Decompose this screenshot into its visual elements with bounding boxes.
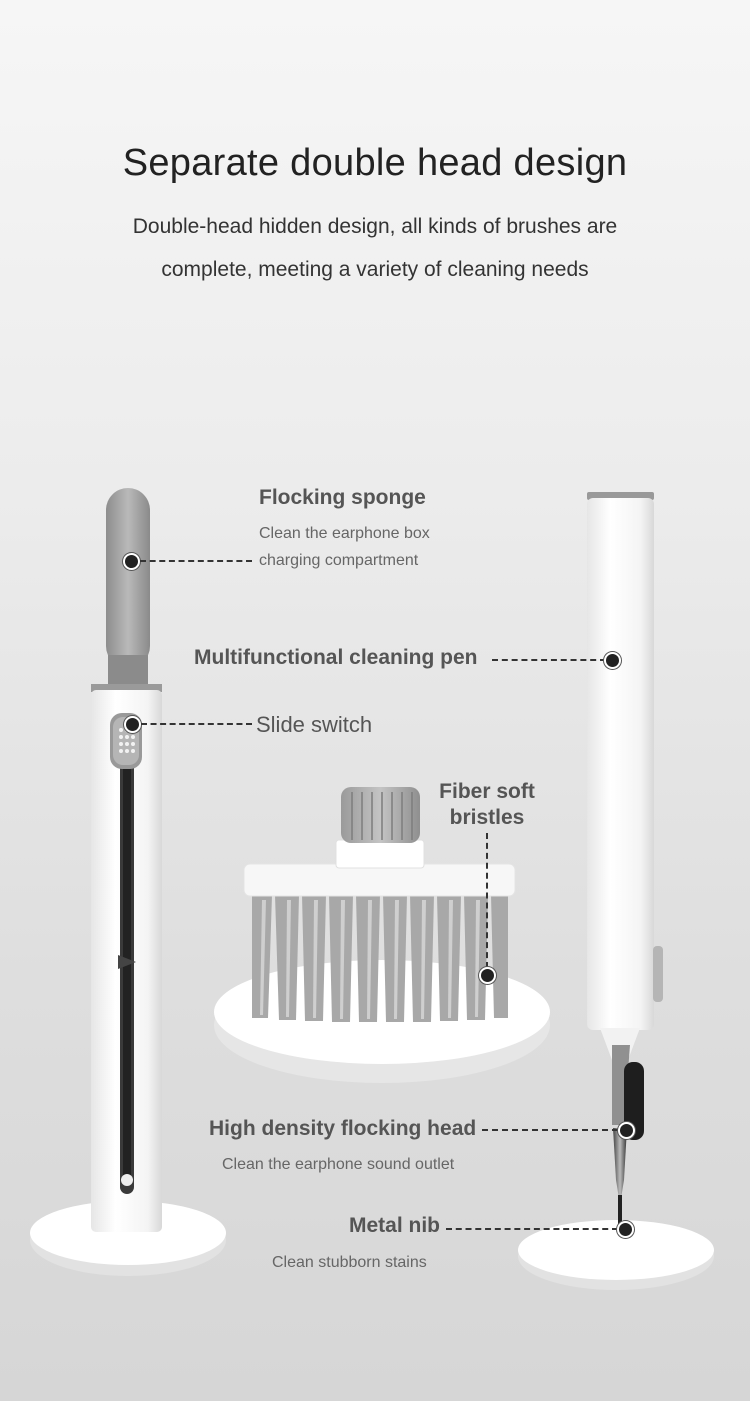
right-pen [518,492,714,1290]
flocking-sponge-desc-line-2: charging compartment [259,552,419,569]
flocking-head-marker [618,1122,635,1139]
page-title: Separate double head design [122,142,628,184]
slide-switch-leader-line [141,723,252,725]
metal-nib-description: Clean stubborn stains [272,1254,427,1271]
flocking-head-title: High density flocking head [209,1117,477,1140]
cleaning-pen-leader-line [492,659,606,661]
cleaning-pen-title: Multifunctional cleaning pen [194,646,478,669]
cleaning-pen-marker [604,652,621,669]
flocking-sponge-title: Flocking sponge [259,486,426,509]
flocking-sponge-desc-line-1: Clean the earphone box [259,525,430,542]
flocking-head-leader-line [482,1129,618,1131]
flocking-head-description: Clean the earphone sound outlet [222,1156,455,1173]
slide-switch-marker [124,716,141,733]
metal-nib-leader-line [446,1228,618,1230]
fiber-bristles-title-line-1: Fiber soft [439,780,535,803]
flocking-sponge-description: Clean the earphone box charging compartm… [259,520,430,574]
fiber-bristles-title-line-2: bristles [449,806,525,829]
subtitle-line-1: Double-head hidden design, all kinds of … [132,215,618,238]
fiber-bristles-marker [479,967,496,984]
slide-switch-title: Slide switch [256,712,373,737]
left-pen [30,488,226,1276]
fiber-bristles-title: Fiber soft bristles [432,779,542,831]
page-subtitle: Double-head hidden design, all kinds of … [75,205,675,291]
metal-nib-title: Metal nib [348,1214,440,1237]
subtitle-line-2: complete, meeting a variety of cleaning … [161,258,589,281]
metal-nib-marker [617,1221,634,1238]
flocking-sponge-leader-line [140,560,252,562]
fiber-bristles-leader-line [486,833,488,968]
center-brush [214,787,550,1083]
flocking-sponge-marker [123,553,140,570]
